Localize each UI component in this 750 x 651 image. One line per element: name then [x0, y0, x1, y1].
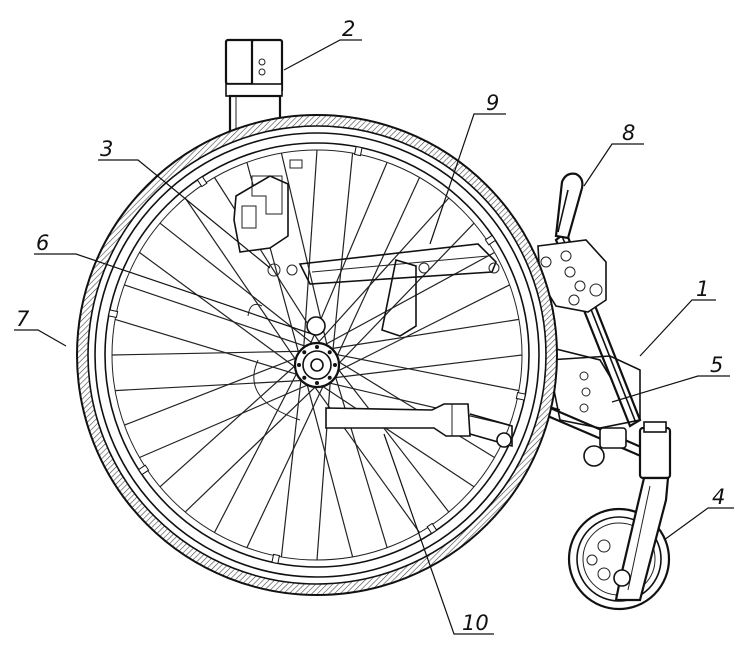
spoke	[324, 354, 523, 380]
callout-4: 4	[712, 485, 725, 509]
spoke	[316, 251, 495, 350]
spoke	[308, 378, 420, 533]
callout-8: 8	[622, 121, 635, 145]
leader-8	[583, 143, 644, 187]
caster-wheel	[567, 476, 671, 611]
spoke	[332, 367, 388, 548]
spoke	[327, 352, 520, 392]
push-rim-tabs	[107, 145, 527, 565]
leader-3	[98, 159, 271, 269]
push-rim-tab	[137, 464, 150, 476]
hub-hole	[297, 363, 301, 367]
side-plate-bolt	[579, 371, 589, 381]
push-rim	[104, 142, 530, 568]
spoke	[280, 370, 303, 557]
spoke	[111, 350, 310, 356]
side-plate-bolt	[579, 403, 589, 413]
leader-5	[611, 375, 730, 403]
spoke	[329, 284, 510, 376]
hub-hole	[302, 350, 307, 355]
spoke	[316, 372, 332, 561]
spoke	[124, 284, 315, 350]
caster-housing	[638, 426, 672, 480]
rear-hub	[293, 316, 341, 389]
spoke	[311, 197, 450, 351]
spoke	[332, 361, 450, 513]
leader-lines	[14, 39, 734, 635]
push-rim-tab	[353, 145, 363, 157]
spoke	[331, 153, 354, 360]
callout-7: 7	[16, 307, 30, 331]
spoke	[139, 380, 318, 459]
hub-hole	[333, 363, 337, 367]
spoke	[304, 375, 354, 558]
push-rim-tab	[271, 553, 281, 565]
spoke	[319, 380, 510, 426]
spoke	[332, 177, 421, 366]
leader-6	[34, 253, 313, 335]
spoke	[330, 356, 495, 459]
spoke	[322, 318, 519, 351]
callout-6: 6	[36, 231, 49, 255]
hub-hole	[302, 375, 307, 380]
leader-7	[14, 329, 67, 347]
spoke	[124, 354, 305, 426]
spoke	[114, 318, 307, 378]
backrest-clamp	[224, 38, 284, 134]
callout-2: 2	[342, 17, 355, 41]
hub-hole	[315, 345, 319, 349]
spoke	[184, 197, 302, 369]
callout-1: 1	[696, 277, 709, 301]
callout-10: 10	[462, 611, 489, 635]
push-rim-tab	[196, 175, 208, 188]
hub-hole	[315, 381, 319, 385]
push-rim-tab	[426, 522, 438, 535]
spoke	[246, 377, 328, 548]
leader-4	[663, 507, 734, 541]
spoke	[313, 380, 475, 488]
leader-9	[429, 113, 506, 245]
spoke	[159, 359, 303, 488]
hub-hole	[327, 375, 332, 380]
callout-labels: 1 2 3 4 5 6 7 8 9 10	[16, 17, 725, 635]
push-rim-tab	[107, 309, 119, 319]
spoke	[115, 379, 312, 392]
hub-hole	[327, 350, 332, 355]
spoke	[213, 364, 302, 533]
rear-rim	[94, 132, 540, 578]
side-plate-bolt	[581, 387, 591, 397]
spoke	[139, 252, 304, 374]
push-rim-tab	[515, 391, 527, 401]
callout-5: 5	[710, 353, 723, 377]
leader-10	[383, 433, 494, 635]
push-handle	[537, 172, 607, 313]
frame-overlay	[233, 159, 513, 448]
spoke	[213, 177, 326, 352]
leader-1	[639, 299, 716, 357]
callout-3: 3	[100, 137, 113, 161]
push-rim-tab	[484, 234, 497, 246]
spoke	[184, 379, 323, 513]
callout-9: 9	[486, 91, 499, 115]
leader-2	[283, 39, 362, 71]
spoke	[302, 149, 318, 358]
